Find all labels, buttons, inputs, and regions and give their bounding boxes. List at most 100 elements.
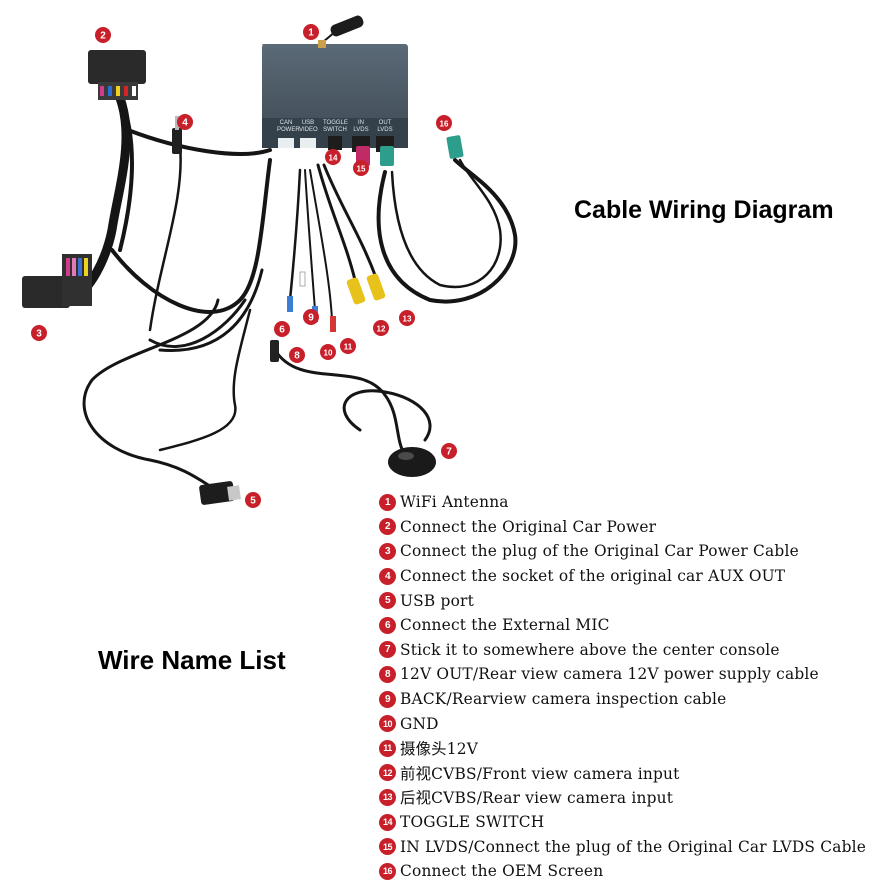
wire-description: Connect the Original Car Power: [400, 517, 657, 536]
callout-number: 8: [294, 351, 300, 362]
wire-description: Connect the socket of the original car A…: [400, 567, 786, 586]
callout-12: 12: [373, 320, 389, 336]
callout-10: 10: [320, 344, 336, 360]
callout-number: 13: [403, 315, 412, 324]
wire-number-badge: 5: [379, 592, 396, 610]
callout-3: 3: [31, 325, 47, 341]
wire-number-badge: 3: [379, 542, 396, 560]
wire-description: IN LVDS/Connect the plug of the Original…: [400, 837, 867, 856]
callout-5: 5: [245, 492, 261, 508]
callout-number: 5: [250, 496, 256, 507]
wire-number-badge: 2: [379, 518, 396, 536]
wire-number-badge: 11: [379, 739, 396, 757]
wire-number-badge: 13: [379, 788, 396, 806]
mic-jack: [270, 340, 279, 362]
callout-number: 7: [446, 447, 452, 458]
wire-number-badge: 10: [379, 715, 396, 733]
callout-9: 9: [303, 309, 319, 325]
callout-number: 15: [357, 165, 366, 174]
wire-description: 12V OUT/Rear view camera 12V power suppl…: [400, 665, 819, 684]
wire-number-badge: 9: [379, 690, 396, 708]
wire-description: 前视CVBS/Front view camera input: [400, 764, 680, 783]
callout-16: 16: [436, 115, 452, 131]
callout-6: 6: [274, 321, 290, 337]
callout-14: 14: [325, 149, 341, 165]
power-cable-plug: [22, 254, 92, 308]
wire-number-badge: 16: [379, 862, 396, 880]
interface-module: [262, 44, 408, 152]
wire-number-badge: 15: [379, 838, 396, 856]
power-connector-plug: [88, 50, 146, 100]
wire-description: Connect the plug of the Original Car Pow…: [400, 542, 799, 561]
wire-number-badge: 14: [379, 813, 396, 831]
wifi-antenna: [318, 15, 364, 48]
wire-description: Stick it to somewhere above the center c…: [400, 640, 780, 659]
callout-number: 12: [377, 325, 386, 334]
usb-port-connector: [199, 481, 241, 505]
callout-number: 11: [344, 343, 353, 352]
callout-2: 2: [95, 27, 111, 43]
callout-number: 3: [36, 329, 42, 340]
diagram-callouts: 1 2 3 4 5 6 7 8 9 10 11 12 13 14 15: [31, 24, 457, 508]
port-toggle-switch: [328, 136, 342, 150]
callout-13: 13: [399, 310, 415, 326]
wire-description: WiFi Antenna: [400, 493, 509, 512]
wire-number-badge: 4: [379, 567, 396, 585]
callout-number: 14: [329, 154, 338, 163]
callout-1: 1: [303, 24, 319, 40]
wire-number-badge: 6: [379, 616, 396, 634]
callout-15: 15: [353, 160, 369, 176]
wire-description: Connect the External MIC: [400, 616, 610, 635]
wire-description: BACK/Rearview camera inspection cable: [400, 690, 727, 709]
wire-number-badge: 8: [379, 665, 396, 683]
wire-description: GND: [400, 714, 439, 733]
wire-description: TOGGLE SWITCH: [400, 813, 545, 832]
wire-number-badge: 1: [379, 493, 396, 511]
callout-number: 6: [279, 325, 285, 336]
callout-number: 10: [324, 349, 333, 358]
cable-wiring-title: Cable Wiring Diagram: [574, 196, 834, 224]
callout-number: 4: [182, 118, 188, 129]
callout-number: 9: [308, 313, 314, 324]
port-usb-video: [300, 138, 316, 148]
rca-connectors: [346, 273, 386, 305]
callout-number: 1: [308, 28, 314, 39]
external-mic: [388, 447, 436, 477]
callout-8: 8: [289, 347, 305, 363]
wire-description: USB port: [400, 591, 474, 610]
wire-number-badge: 7: [379, 641, 396, 659]
wire-description: 摄像头12V: [400, 740, 479, 759]
cable-bundle: [67, 31, 518, 497]
wire-name-list-title: Wire Name List: [98, 645, 286, 675]
wire-description: Connect the OEM Screen: [400, 862, 604, 881]
port-can-power: [278, 138, 294, 148]
callout-number: 16: [440, 120, 449, 129]
callout-4: 4: [177, 114, 193, 130]
aux-jack: [172, 116, 182, 154]
wire-description: 后视CVBS/Rear view camera input: [400, 789, 674, 808]
